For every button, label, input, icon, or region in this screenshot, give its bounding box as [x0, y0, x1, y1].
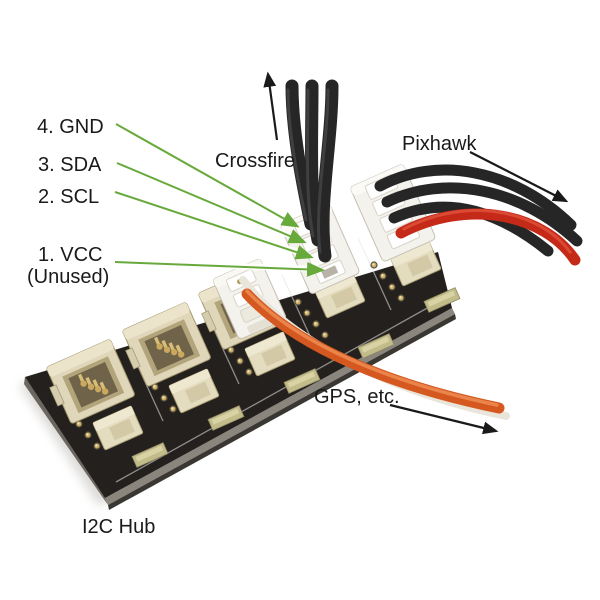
pixhawk-wire-red: [395, 208, 581, 266]
silkscreen-line: [357, 237, 392, 311]
label-pixhawk: Pixhawk: [402, 133, 477, 155]
pixhawk-cable: [374, 164, 583, 266]
pixhawk-wire-red-highlight: [402, 209, 572, 254]
label-1-vcc: 1. VCC: [38, 244, 102, 266]
leader-line-scl: [114, 191, 314, 260]
gps-wire-highlight: [245, 289, 499, 407]
leader-line-sda: [116, 162, 307, 244]
leader-line-vcc: [114, 261, 325, 277]
crossfire-cable: [285, 79, 339, 263]
crossfire-wire-highlight: [317, 88, 330, 254]
label-2-scl: 2. SCL: [38, 186, 99, 208]
pixhawk-wire-black-2: [381, 182, 583, 247]
label-gps: GPS, etc.: [314, 386, 400, 408]
crossfire-wire-2: [305, 79, 325, 247]
crossfire-arrow: [263, 71, 279, 141]
pixhawk-arrow: [469, 151, 569, 203]
leader-line-gnd: [115, 123, 300, 228]
label-i2c-hub: I2C Hub: [82, 516, 155, 538]
label-crossfire: Crossfire: [215, 150, 295, 172]
gps-arrow: [389, 403, 499, 435]
label-1-vcc-note: (Unused): [27, 266, 109, 288]
pixhawk-wire-black-1: [374, 164, 577, 231]
crossfire-wire-3: [316, 79, 339, 263]
pcb-left-edge: [24, 377, 108, 505]
gps-wire-orange: [241, 288, 505, 414]
label-4-gnd: 4. GND: [37, 116, 104, 138]
pcb-bottom-bevel: [105, 308, 455, 505]
crossfire-wire-highlight: [286, 88, 308, 222]
pin-leader-lines: [112, 121, 325, 277]
pcb-bottom-edge: [108, 314, 456, 510]
crossfire-wire-highlight: [305, 88, 315, 238]
label-3-sda: 3. SDA: [38, 154, 102, 176]
silkscreen-outline: [115, 301, 439, 483]
